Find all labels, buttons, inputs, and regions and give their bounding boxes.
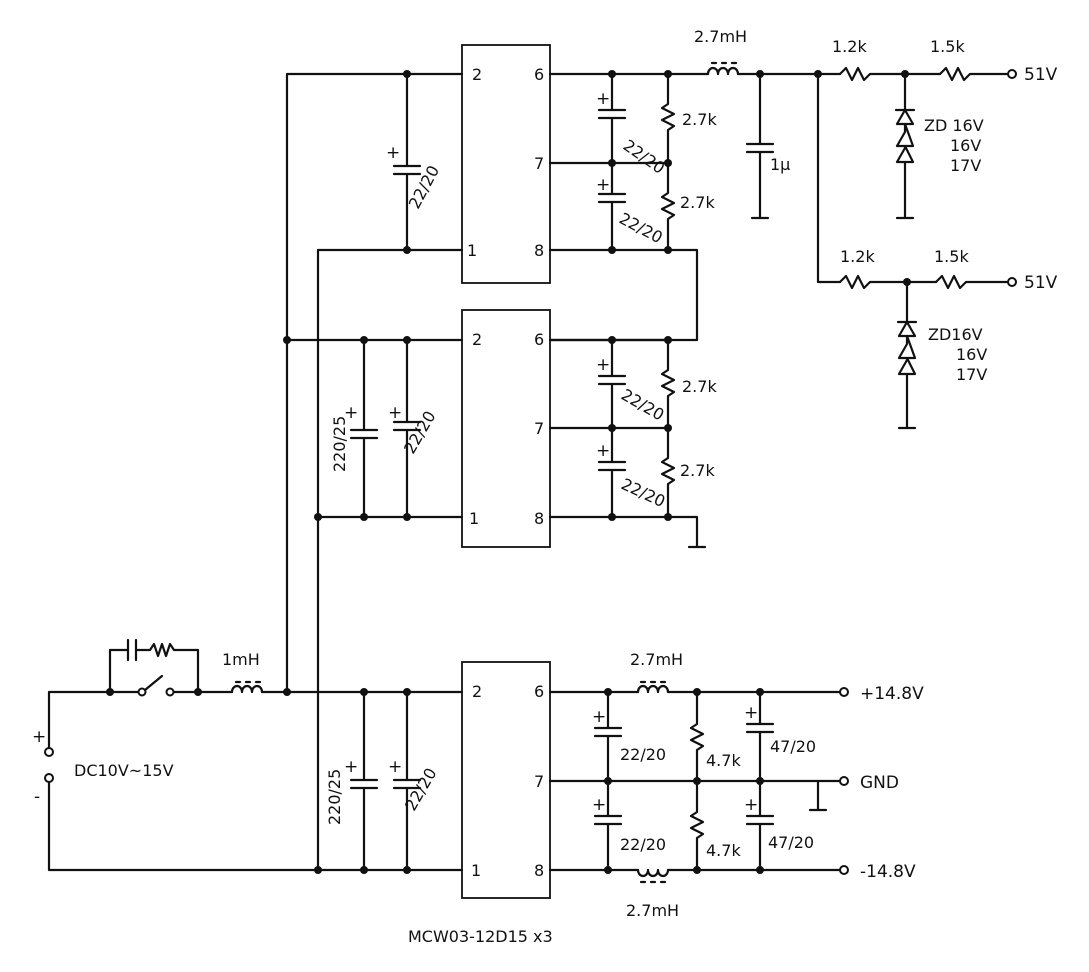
top-capB-plus: + — [596, 175, 610, 195]
module-bottom: 2 6 7 1 8 — [461, 661, 551, 899]
module-top-pin-2: 2 — [472, 65, 482, 84]
module-top-pin-8: 8 — [534, 241, 544, 260]
module-mid-pin-7: 7 — [534, 419, 544, 438]
input-inductor-label: 1mH — [222, 650, 260, 669]
module-top-pin-7: 7 — [534, 154, 544, 173]
bot-capD-label: 47/20 — [768, 833, 814, 852]
top-capB-label: 22/20 — [616, 209, 666, 247]
top-input-cap: + 22/20 — [386, 70, 443, 254]
bot-resB-label: 4.7k — [706, 841, 741, 860]
input-section: + - DC10V~15V 1mH — [32, 638, 464, 872]
mid-capB-label: 22/20 — [618, 474, 668, 511]
bot-capD-plus: + — [744, 795, 758, 815]
bot-bulk-cap-label: 220/25 — [325, 769, 344, 825]
mid-capA-label: 22/20 — [618, 385, 667, 425]
module-mid-pin-8: 8 — [534, 509, 544, 528]
ch1-output-label: 51V — [1024, 65, 1058, 85]
top-capA-plus: + — [596, 89, 610, 109]
ch1-zener-line3: 17V — [950, 156, 981, 175]
input-minus-sign: - — [34, 787, 40, 807]
output-51v-ch2: 1.2k 1.5k 51V ZD16V 16V 17V — [838, 247, 1058, 430]
ch2-r1-label: 1.2k — [840, 247, 875, 266]
module-top-pin-1: 1 — [467, 241, 477, 260]
module-top-pin-6: 6 — [534, 65, 544, 84]
module-middle: 2 6 7 1 8 — [461, 309, 551, 548]
bot-capA-label: 22/20 — [620, 745, 666, 764]
bot-resA-label: 4.7k — [706, 751, 741, 770]
bot-inductor-bottom-label: 2.7mH — [626, 901, 679, 920]
top-resB-label: 2.7k — [680, 193, 715, 212]
ch2-zener-line2: 16V — [956, 345, 987, 364]
mid-resB-label: 2.7k — [680, 461, 715, 480]
output-gnd-label: GND — [860, 773, 899, 793]
bot-capC-label: 47/20 — [770, 737, 816, 756]
ch2-zener-line3: 17V — [956, 365, 987, 384]
mid-resA-label: 2.7k — [682, 377, 717, 396]
input-plus-sign: + — [32, 727, 46, 747]
bot-cap-plus: + — [388, 757, 402, 777]
module-mid-pin-2: 2 — [472, 330, 482, 349]
ch2-zener-line1: ZD16V — [928, 325, 983, 344]
module-bot-pin-7: 7 — [534, 772, 544, 791]
mid-capB-plus: + — [596, 441, 610, 461]
mid-cap-plus: + — [388, 403, 402, 423]
ch1-zener-line2: 16V — [950, 136, 981, 155]
output-51v-ch1: 1.2k 1.5k 51V ZD 16V 16V 17V — [816, 37, 1058, 284]
top-output-network: + + 22/20 22/20 2.7k 2.7k 2.7mH 1μ — [548, 27, 842, 342]
bot-inductor-top-label: 2.7mH — [630, 650, 683, 669]
mid-bulk-cap-label: 220/25 — [330, 416, 349, 472]
mid-bulk-plus: + — [344, 403, 358, 423]
module-mid-pin-6: 6 — [534, 330, 544, 349]
ch1-r1-label: 1.2k — [832, 37, 867, 56]
ch1-r2-label: 1.5k — [930, 37, 965, 56]
ch2-r2-label: 1.5k — [934, 247, 969, 266]
bot-capA-plus: + — [592, 707, 606, 727]
top-input-cap-label: 22/20 — [405, 162, 443, 212]
module-bot-pin-1: 1 — [471, 861, 481, 880]
ch1-zener-line1: ZD 16V — [924, 116, 984, 135]
module-bot-pin-2: 2 — [472, 682, 482, 701]
bot-capB-plus: + — [592, 795, 606, 815]
bottom-input-caps: + + 220/25 22/20 — [325, 688, 441, 874]
mid-output-network: + + 22/20 22/20 2.7k 2.7k — [548, 336, 717, 549]
top-1u-cap-label: 1μ — [770, 155, 790, 174]
module-mid-pin-1: 1 — [469, 509, 479, 528]
top-inductor-label: 2.7mH — [694, 27, 747, 46]
output-pos-label: +14.8V — [860, 684, 924, 704]
mid-capA-plus: + — [596, 355, 610, 375]
output-neg-label: -14.8V — [860, 862, 916, 882]
input-voltage-label: DC10V~15V — [74, 761, 174, 780]
mid-input-caps: + + 220/25 22/20 — [330, 336, 440, 521]
bot-bulk-plus: + — [344, 757, 358, 777]
module-part-label: MCW03-12D15 x3 — [408, 927, 553, 946]
bottom-output-network: 2.7mH 2.7mH + + 22/20 22/20 4.7k 4.7k + … — [548, 650, 924, 920]
top-cap-plus: + — [386, 143, 400, 163]
bot-capB-label: 22/20 — [620, 835, 666, 854]
top-resA-label: 2.7k — [682, 110, 717, 129]
ch2-output-label: 51V — [1024, 273, 1058, 293]
bot-capC-plus: + — [744, 703, 758, 723]
top-capA-label: 22/20 — [620, 136, 669, 178]
module-top: 2 6 7 1 8 — [461, 44, 551, 284]
module-bot-pin-6: 6 — [534, 682, 544, 701]
input-bus — [283, 72, 464, 874]
module-bot-pin-8: 8 — [534, 861, 544, 880]
